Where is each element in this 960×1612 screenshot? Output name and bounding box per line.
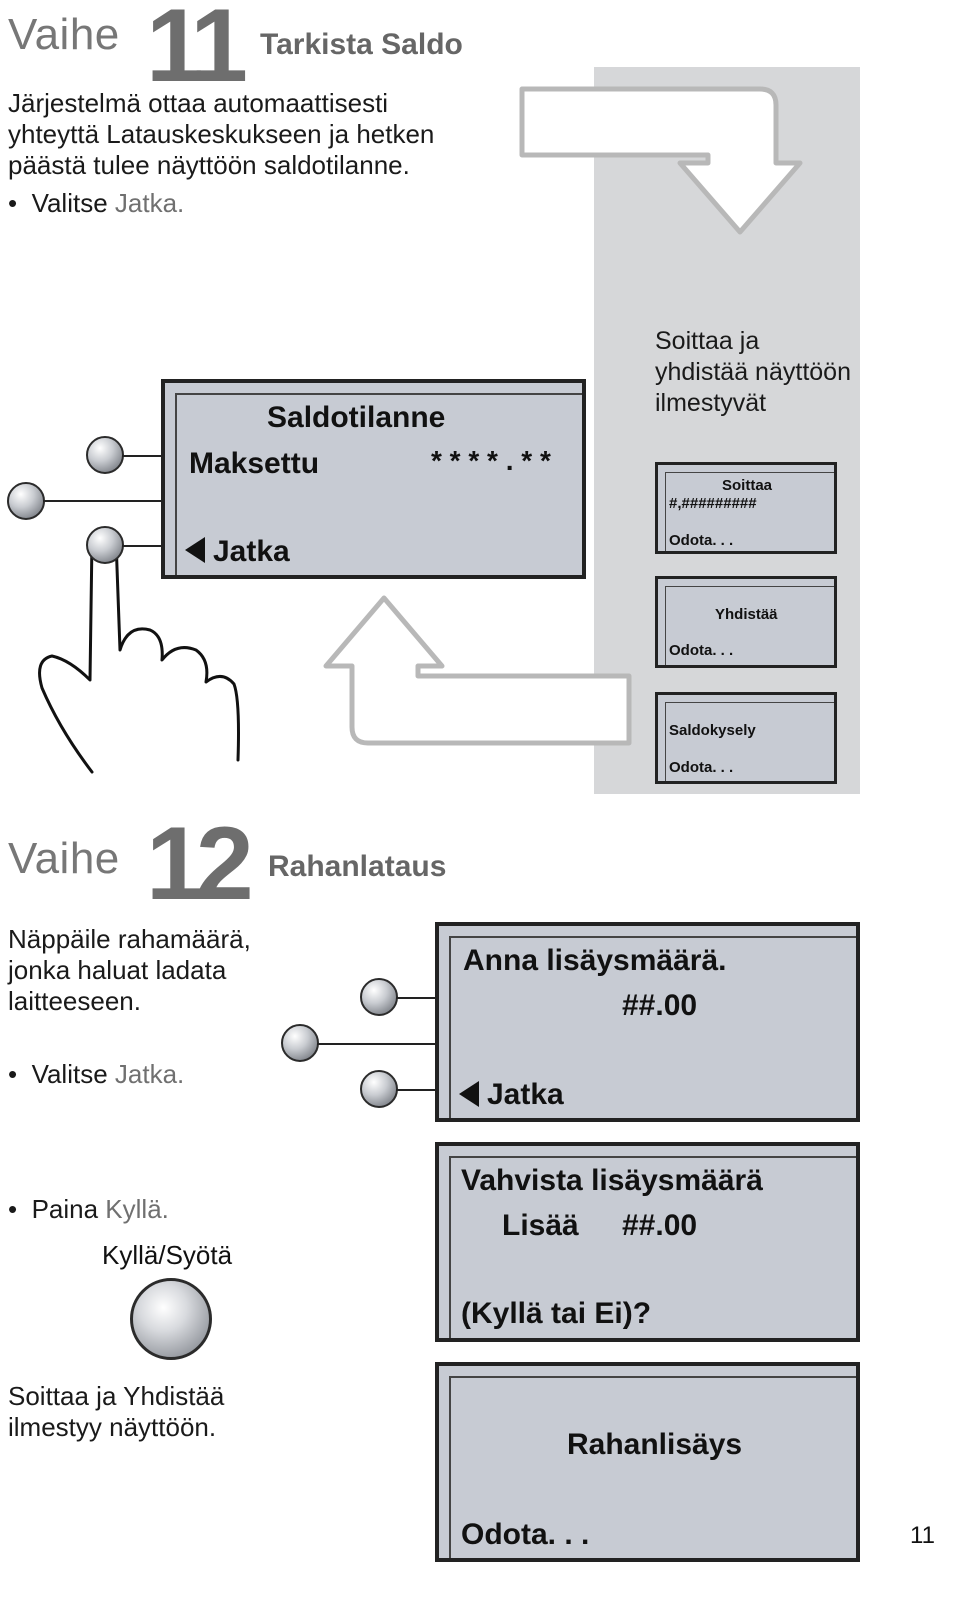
softkey-top-button[interactable]	[86, 436, 124, 474]
balance-query-status: Odota. . .	[669, 759, 734, 776]
step12-description: Näppäile rahamäärä, jonka haluat ladata …	[8, 924, 251, 1017]
flow-arrows	[38, 86, 803, 774]
softkey-bottom-button[interactable]	[360, 1070, 398, 1108]
lcd-amount-value: ##.00	[622, 989, 698, 1022]
connecting-screen: Yhdistää Odota. . .	[655, 576, 837, 668]
panel-caption: Soittaa ja yhdistää näyttöön ilmestyvät	[655, 326, 851, 419]
bullet-text: Valitse	[31, 188, 115, 218]
step12-title: Rahanlataus	[268, 850, 447, 883]
lcd-wait-status: Odota. . .	[461, 1518, 590, 1551]
lcd-softkey-jatka: Jatka	[213, 535, 290, 568]
softkey-left-arrow-icon	[185, 537, 205, 563]
lcd-add-label: Lisää	[502, 1209, 579, 1242]
softkey-left-button[interactable]	[7, 482, 45, 520]
bullet-highlight: Jatka.	[114, 188, 185, 218]
softkey-top-button[interactable]	[360, 978, 398, 1016]
step12-desc-line: Näppäile rahamäärä,	[8, 924, 251, 954]
bullet-dot: •	[8, 188, 32, 218]
bullet-dot: •	[8, 1194, 32, 1224]
bullet-text: Valitse	[31, 1059, 115, 1089]
connector-line	[396, 1089, 438, 1091]
footer-note-line: ilmestyy näyttöön.	[8, 1412, 217, 1442]
calling-number: #,#########	[669, 495, 757, 512]
connector-line	[122, 455, 164, 457]
calling-status: Odota. . .	[669, 532, 734, 549]
step11-title: Tarkista Saldo	[260, 28, 463, 61]
connector-line	[122, 545, 164, 547]
lcd-paid-label: Maksettu	[189, 447, 320, 480]
balance-query-title: Saldokysely	[669, 722, 756, 739]
step12-footer-note: Soittaa ja Yhdistää ilmestyy näyttöön.	[8, 1381, 224, 1443]
bullet-highlight: Kyllä.	[105, 1194, 169, 1224]
softkey-left-button[interactable]	[281, 1024, 319, 1062]
connector-line	[396, 997, 438, 999]
calling-title: Soittaa	[722, 477, 773, 494]
connector-line	[43, 500, 164, 502]
step11-vaihe-label: Vaihe	[8, 10, 120, 59]
amount-entry-lcd: Anna lisäysmäärä. ##.00 Jatka	[435, 922, 860, 1122]
step12-desc-line: laitteeseen.	[8, 986, 141, 1016]
step12-bullet-continue: • Valitse Jatka.	[8, 1059, 184, 1090]
money-load-lcd: Rahanlisäys Odota. . .	[435, 1362, 860, 1562]
step11-number: 11	[146, 0, 248, 104]
yes-enter-button[interactable]	[130, 1278, 212, 1360]
lcd-money-load-title: Rahanlisäys	[567, 1428, 743, 1461]
panel-caption-line: ilmestyvät	[655, 389, 767, 417]
lcd-enter-amount: Anna lisäysmäärä.	[463, 944, 727, 977]
arrow-down-icon	[519, 86, 803, 235]
panel-caption-line: yhdistää näyttöön	[655, 358, 851, 386]
confirm-amount-lcd: Vahvista lisäysmäärä Lisää ##.00 (Kyllä …	[435, 1142, 860, 1342]
softkey-left-arrow-icon	[459, 1081, 479, 1107]
lcd-yes-no-prompt: (Kyllä tai Ei)?	[461, 1297, 652, 1330]
bullet-highlight: Jatka.	[114, 1059, 185, 1089]
lcd-paid-value: * * * * . * *	[431, 445, 551, 476]
footer-note-line: Soittaa ja Yhdistää	[8, 1381, 225, 1411]
connecting-title: Yhdistää	[715, 606, 778, 623]
calling-screen: Soittaa #,######### Odota. . .	[655, 462, 837, 554]
step11-desc-line: yhteyttä Latauskeskukseen ja hetken	[8, 119, 435, 149]
pointing-hand-icon	[38, 532, 240, 774]
lcd-softkey-jatka: Jatka	[487, 1078, 564, 1111]
connector-line	[317, 1043, 438, 1045]
step11-desc-line: Järjestelmä ottaa automaattisesti	[8, 88, 389, 118]
bullet-dot: •	[8, 1059, 32, 1089]
step11-desc-line: päästä tulee näyttöön saldotilanne.	[8, 150, 410, 180]
step12-bullet-yes: • Paina Kyllä.	[8, 1194, 169, 1225]
step11-description: Järjestelmä ottaa automaattisesti yhteyt…	[8, 88, 434, 181]
balance-lcd-screen: Saldotilanne Maksettu * * * * . * * Jatk…	[161, 379, 586, 579]
page-number: 11	[910, 1522, 935, 1549]
connecting-status: Odota. . .	[669, 642, 734, 659]
step11-bullet: • Valitse Jatka.	[8, 188, 184, 219]
arrow-up-icon	[323, 595, 632, 746]
panel-caption-line: Soittaa ja	[655, 327, 760, 355]
yes-enter-key-label: Kyllä/Syötä	[102, 1240, 233, 1270]
step12-desc-line: jonka haluat ladata	[8, 955, 227, 985]
lcd-title: Saldotilanne	[267, 401, 446, 434]
step12-number: 12	[146, 806, 254, 922]
lcd-add-value: ##.00	[622, 1209, 698, 1242]
step12-vaihe-label: Vaihe	[8, 834, 120, 883]
lcd-confirm-title: Vahvista lisäysmäärä	[461, 1164, 763, 1197]
softkey-bottom-button[interactable]	[86, 526, 124, 564]
balance-query-screen: Saldokysely Odota. . .	[655, 692, 837, 784]
bullet-text: Paina	[31, 1194, 106, 1224]
